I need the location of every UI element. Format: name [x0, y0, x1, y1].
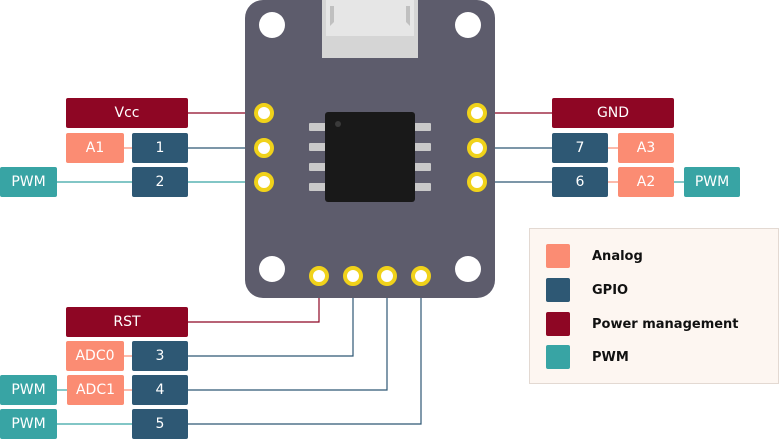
- legend-label-pwm: PWM: [592, 349, 629, 365]
- legend-swatch-gpio: [546, 278, 570, 302]
- pin-label-gnd: GND: [552, 98, 674, 128]
- legend: Analog GPIO Power management PWM: [529, 228, 779, 384]
- mount-hole: [455, 12, 481, 38]
- pin-label-pwm6: PWM: [684, 167, 740, 197]
- pad-4: [377, 266, 397, 286]
- pad-1: [254, 138, 274, 158]
- pad-2: [254, 172, 274, 192]
- legend-label-gpio: GPIO: [592, 282, 629, 298]
- pin-label-a1: A1: [66, 133, 124, 163]
- legend-swatch-analog: [546, 244, 570, 268]
- pin-label-pwm4: PWM: [0, 375, 57, 405]
- pin-label-vcc: Vcc: [66, 98, 188, 128]
- pin-label-pwm2: PWM: [0, 167, 57, 197]
- legend-item-pwm: PWM: [546, 344, 629, 370]
- microcontroller-chip: [325, 112, 415, 202]
- mount-hole: [259, 12, 285, 38]
- pin-label-gpio4: 4: [132, 375, 188, 405]
- pin-label-gpio1: 1: [132, 133, 188, 163]
- legend-item-analog: Analog: [546, 243, 643, 269]
- pin-label-adc1: ADC1: [67, 375, 124, 405]
- pin-label-gpio6: 6: [552, 167, 608, 197]
- chip-pin1-dot: [335, 121, 341, 127]
- pad-5: [411, 266, 431, 286]
- legend-item-power: Power management: [546, 311, 739, 337]
- gpio3-wire: [188, 276, 354, 357]
- gpio4-wire: [188, 276, 388, 391]
- pin-label-a3: A3: [618, 133, 674, 163]
- usb-connector: [322, 0, 418, 58]
- pin-label-gpio7: 7: [552, 133, 608, 163]
- pad-rst: [309, 266, 329, 286]
- mount-hole: [259, 256, 285, 282]
- pin-label-rst: RST: [66, 307, 188, 337]
- chip-legs: [309, 123, 431, 191]
- legend-label-analog: Analog: [592, 248, 643, 264]
- pin-label-gpio2: 2: [132, 167, 188, 197]
- gpio5-wire: [188, 276, 422, 425]
- pin-label-pwm5: PWM: [0, 409, 57, 439]
- pad-gnd: [467, 103, 487, 123]
- pad-7: [467, 138, 487, 158]
- pin-label-adc0: ADC0: [66, 341, 124, 371]
- pin-label-a2: A2: [618, 167, 674, 197]
- pad-vcc: [254, 103, 274, 123]
- legend-swatch-pwm: [546, 345, 570, 369]
- pin-label-gpio3: 3: [132, 341, 188, 371]
- pad-6: [467, 172, 487, 192]
- pin-pads: [254, 103, 487, 286]
- legend-label-power: Power management: [592, 316, 739, 332]
- pad-3: [343, 266, 363, 286]
- pin-label-gpio5: 5: [132, 409, 188, 439]
- legend-item-gpio: GPIO: [546, 277, 628, 303]
- mount-hole: [455, 256, 481, 282]
- legend-swatch-power: [546, 312, 570, 336]
